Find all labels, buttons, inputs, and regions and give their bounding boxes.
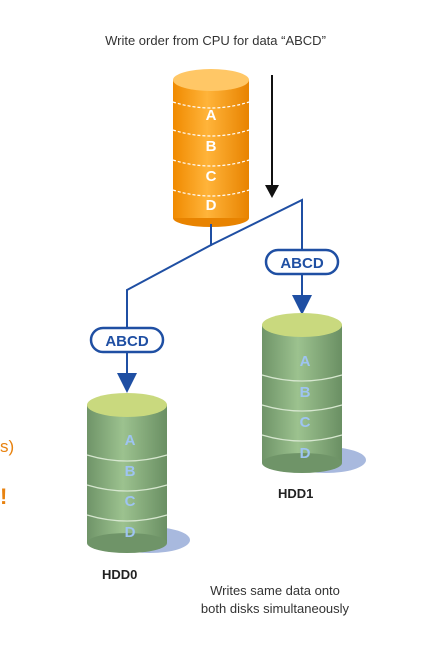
tag-right-text: ABCD bbox=[280, 255, 323, 272]
hdd0-block-d: D bbox=[125, 524, 136, 541]
hdd0-divider bbox=[86, 454, 168, 462]
hdd1-block-d: D bbox=[300, 445, 311, 462]
cpu-block-d: D bbox=[206, 197, 217, 214]
hdd0-disk: A B C D bbox=[86, 393, 190, 553]
hdd0-block-b: B bbox=[125, 463, 136, 480]
cpu-data-stack: A B C D bbox=[172, 69, 250, 227]
hdd1-disk: A B C D bbox=[261, 313, 366, 473]
hdd1-block-a: A bbox=[300, 353, 311, 370]
cpu-stack-top bbox=[173, 69, 249, 91]
cpu-stack-divider bbox=[172, 129, 250, 137]
hdd0-divider bbox=[86, 514, 168, 522]
line-to-hdd1 bbox=[210, 198, 303, 250]
hdd1-bottom bbox=[262, 453, 342, 473]
hdd1-body bbox=[262, 325, 342, 463]
hdd0-divider bbox=[86, 484, 168, 492]
hdd0-top bbox=[87, 393, 167, 417]
cpu-block-c: C bbox=[206, 168, 217, 185]
hdd1-block-b: B bbox=[300, 384, 311, 401]
cpu-stack-bottom-fill bbox=[173, 200, 249, 218]
hdd1-block-c: C bbox=[300, 414, 311, 431]
hdd0-label: HDD0 bbox=[102, 567, 138, 582]
cpu-stack-divider bbox=[172, 159, 250, 167]
tag-left: ABCD bbox=[89, 326, 165, 354]
hdd1-divider bbox=[261, 404, 343, 412]
hdd1-top bbox=[262, 313, 342, 337]
hdd1-divider bbox=[261, 434, 343, 442]
caption-line-1: Writes same data onto bbox=[210, 583, 340, 598]
tag-right: ABCD bbox=[264, 248, 340, 276]
cpu-stack-divider bbox=[172, 101, 250, 109]
hdd0-block-c: C bbox=[125, 493, 136, 510]
caption-line-2: both disks simultaneously bbox=[200, 601, 350, 616]
edge-exclamation: ! bbox=[0, 484, 8, 509]
hdd1-label: HDD1 bbox=[278, 486, 314, 501]
caption: Writes same data onto both disks simulta… bbox=[150, 582, 400, 618]
hdd0-bottom bbox=[87, 533, 167, 553]
hdd0-body bbox=[87, 405, 167, 543]
tag-left-text: ABCD bbox=[105, 333, 148, 350]
hdd0-block-a: A bbox=[125, 432, 136, 449]
cpu-stack-body bbox=[173, 80, 249, 218]
mirror-split-lines bbox=[117, 198, 312, 393]
cpu-block-a: A bbox=[206, 107, 217, 124]
diagram-title: Write order from CPU for data “ABCD” bbox=[105, 33, 326, 48]
cpu-stack-divider bbox=[172, 189, 250, 197]
line-to-hdd0 bbox=[126, 224, 212, 327]
hdd1-divider bbox=[261, 374, 343, 382]
edge-text-fragment: s) bbox=[0, 437, 15, 456]
cpu-write-arrow bbox=[265, 75, 279, 198]
cpu-block-b: B bbox=[206, 138, 217, 155]
